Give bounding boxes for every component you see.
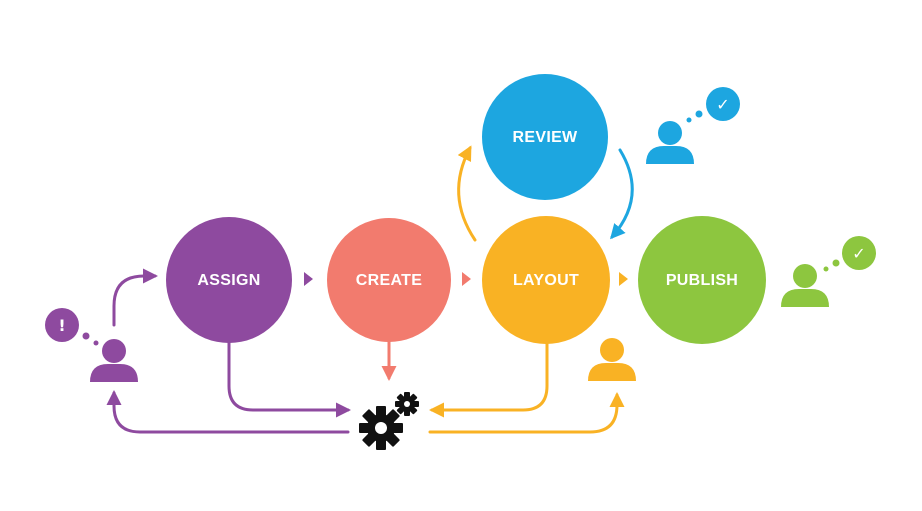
node-layout-label: LAYOUT xyxy=(513,272,579,289)
node-create-label: CREATE xyxy=(356,272,422,289)
node-layout: LAYOUT xyxy=(482,216,610,344)
alert-glyph: ! xyxy=(58,316,65,335)
publish-approved-bubble-icon: ✓ xyxy=(823,236,876,272)
arrow-review-to-layout xyxy=(610,148,634,240)
node-publish-label: PUBLISH xyxy=(666,272,738,289)
chevron-layout-to-publish xyxy=(619,272,628,286)
reviewer-person-icon xyxy=(646,121,694,164)
review-check-glyph: ✓ xyxy=(716,95,729,114)
node-assign-label: ASSIGN xyxy=(197,272,260,289)
chevron-assign-to-create xyxy=(304,272,313,286)
assigner-person-icon xyxy=(90,339,138,382)
node-layout-circle xyxy=(482,216,610,344)
node-create: CREATE xyxy=(327,218,451,342)
arrow-gears-to-layout-person xyxy=(428,392,625,434)
arrow-layout-to-review xyxy=(457,145,477,242)
arrow-gears-to-person xyxy=(106,390,350,434)
chevron-create-to-layout xyxy=(462,272,471,286)
node-review-circle xyxy=(482,74,608,200)
gears-icon xyxy=(359,392,419,450)
node-assign: ASSIGN xyxy=(166,217,292,343)
node-publish-circle xyxy=(638,216,766,344)
arrow-person-to-assign xyxy=(112,268,158,327)
layout-person-icon xyxy=(588,338,636,381)
node-review: REVIEW xyxy=(482,74,608,200)
publish-check-glyph: ✓ xyxy=(852,244,865,263)
alert-bubble-icon: ! xyxy=(45,308,99,346)
review-approved-bubble-icon: ✓ xyxy=(686,87,740,123)
publisher-person-icon xyxy=(781,264,829,307)
node-review-label: REVIEW xyxy=(513,129,579,146)
arrow-assign-to-gears xyxy=(227,341,351,418)
node-publish: PUBLISH xyxy=(638,216,766,344)
arrow-layout-to-gears xyxy=(429,342,549,418)
node-create-circle xyxy=(327,218,451,342)
node-assign-circle xyxy=(166,217,292,343)
